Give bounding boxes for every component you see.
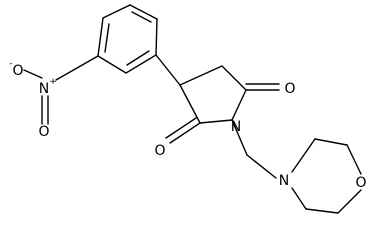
bond	[337, 189, 362, 214]
double-bond-inner	[104, 23, 110, 53]
nitro-oxygen-charge: -	[9, 59, 12, 69]
bond	[221, 65, 247, 91]
atom-labels: O - N + O O O N N O	[9, 59, 366, 191]
bond	[305, 208, 339, 214]
succinimide-ring	[155, 54, 247, 124]
bond	[102, 4, 131, 19]
nitro-oxygen-minus-label: O	[12, 63, 23, 79]
carbonyl-bonds	[165, 83, 280, 144]
nitro-oxygen-label: O	[38, 124, 49, 140]
bond	[125, 54, 157, 74]
bond	[199, 119, 233, 124]
nitro-nitrogen-label: N	[39, 81, 49, 97]
bond	[231, 89, 247, 121]
bond	[129, 4, 158, 20]
bond	[314, 138, 348, 146]
bond	[346, 144, 362, 175]
double-bond-inner	[165, 117, 197, 139]
bond	[179, 65, 223, 86]
morpholine-nitrogen-label: N	[279, 173, 289, 189]
bond	[179, 84, 201, 124]
bond	[246, 154, 277, 179]
methylene-linker	[231, 119, 277, 179]
benzene-ring	[97, 4, 158, 74]
double-bond-inner	[131, 11, 152, 23]
morpholine-oxygen-label: O	[355, 175, 366, 191]
bond	[23, 69, 43, 79]
double-bond-inner	[126, 50, 150, 66]
carbonyl-oxygen-upper-label: O	[284, 81, 295, 97]
chemical-structure-diagram: O - N + O O O N N O	[9, 4, 367, 214]
morpholine-ring	[291, 138, 362, 214]
bond	[231, 119, 248, 156]
bond	[169, 122, 201, 144]
bond	[55, 55, 99, 81]
bond	[291, 138, 316, 173]
carbonyl-oxygen-lower-label: O	[154, 143, 165, 159]
bond	[97, 55, 127, 74]
bond	[291, 187, 307, 210]
imide-nitrogen-label: N	[231, 119, 241, 135]
nitro-group-bonds	[23, 55, 99, 125]
bond	[155, 18, 158, 56]
bond	[97, 17, 104, 57]
nitro-nitrogen-charge: +	[49, 77, 57, 87]
bond	[155, 54, 181, 86]
